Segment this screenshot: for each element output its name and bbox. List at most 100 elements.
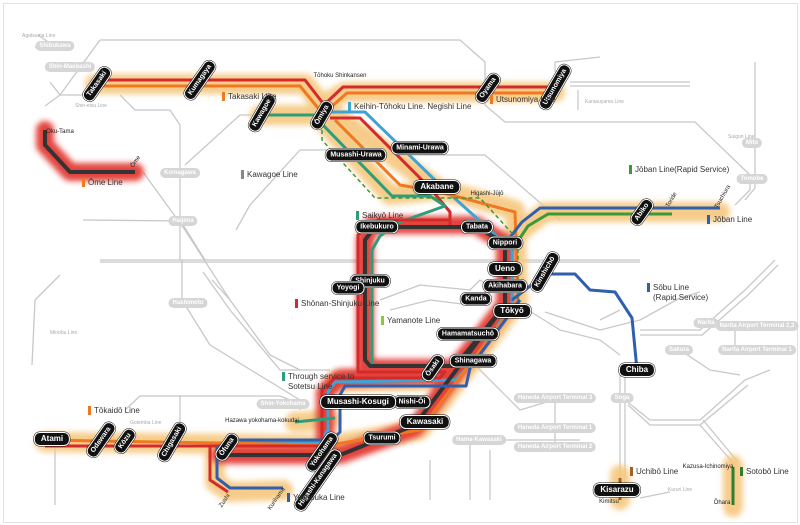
- ome-line: [43, 130, 135, 174]
- legend-saikyo: Saikyō Line: [356, 211, 403, 221]
- legend-label: Kawagoe Line: [247, 170, 298, 179]
- station-musashi-kosugi[interactable]: Musashi-Kosugi: [320, 395, 396, 409]
- legend-takasaki: Takasaki Line: [222, 92, 276, 102]
- other-station-mito[interactable]: Mito: [741, 138, 763, 148]
- legend-yokosuka: Yokosuka Line: [287, 493, 345, 503]
- station-kanda[interactable]: Kanda: [460, 292, 492, 306]
- label-hazawa: Hazawa yokohama-kokudai: [225, 418, 299, 424]
- legend-label: Saikyō Line: [362, 211, 404, 220]
- label-kimitsu: Kimitsu: [599, 499, 619, 505]
- label-higashi-jujo: Higashi-Jūjō: [470, 191, 504, 197]
- legend-color-swatch: [630, 467, 633, 476]
- station-kawasaki[interactable]: Kawasaki: [399, 415, 451, 429]
- station-kumagaya[interactable]: Kumagaya: [181, 57, 219, 103]
- station-akihabara[interactable]: Akihabara: [483, 279, 527, 293]
- sobu-rapid-line: [511, 272, 639, 371]
- station-odawara[interactable]: Odawara: [84, 420, 118, 460]
- other-station-soga[interactable]: Soga: [610, 393, 634, 403]
- legend-label: Keihin-Tōhoku Line. Negishi Line: [354, 102, 472, 111]
- legend-ome: Ōme Line: [82, 178, 123, 188]
- line-label-shinetsu: Shin-etsu Line: [75, 103, 107, 109]
- label-tohoku-shinkansen: Tōhoku Shinkansen: [313, 73, 367, 79]
- rail-lines: [43, 78, 735, 505]
- legend-color-swatch: [629, 165, 632, 174]
- station-kinshicho[interactable]: Kinshichō: [528, 249, 562, 295]
- station-kisarazu[interactable]: Kisarazu: [593, 483, 641, 497]
- takasaki-line-red: [95, 78, 324, 103]
- station-ikebukuro[interactable]: Ikebukuro: [355, 220, 399, 234]
- other-station-haneda3[interactable]: Haneda Airport Terminal 3: [513, 393, 597, 403]
- station-chiba[interactable]: Chiba: [618, 363, 656, 377]
- legend-label: Jōban Line: [713, 215, 753, 224]
- line-label-karasuyama: Karasuyama Line: [585, 99, 624, 105]
- other-station-shin-yokohama[interactable]: Shin-Yokohama: [256, 399, 310, 409]
- legend-uchibo: Uchibō Line: [630, 467, 678, 477]
- station-osaki[interactable]: Ōsaki: [419, 352, 447, 384]
- legend-color-swatch: [287, 493, 290, 502]
- other-station-sakura[interactable]: Sakura: [664, 345, 694, 355]
- legend-label: Yamanote Line: [387, 316, 441, 325]
- legend-label: Tōkaidō Line: [94, 406, 140, 415]
- station-nippori[interactable]: Nippori: [487, 236, 523, 250]
- station-ofuna[interactable]: Ōfuna: [213, 430, 241, 464]
- legend-color-swatch: [740, 467, 743, 476]
- label-toride: Toride: [665, 191, 679, 209]
- station-abiko[interactable]: Abiko: [628, 196, 656, 228]
- station-akabane[interactable]: Akabane: [413, 180, 461, 194]
- other-station-shibukawa[interactable]: Shibukawa: [35, 41, 75, 51]
- station-shinagawa[interactable]: Shinagawa: [449, 354, 497, 368]
- legend-sobu: Sōbu Line (Rapid Service): [647, 283, 708, 303]
- line-label-kururi: Kururi Line: [668, 487, 693, 493]
- legend-color-swatch: [490, 95, 493, 104]
- station-chigasaki[interactable]: Chigasaki: [155, 420, 189, 464]
- other-station-haijima[interactable]: Haijima: [168, 216, 198, 226]
- line-label-gotemba: Gotemba Line: [130, 420, 162, 426]
- takasaki-line-orange: [95, 84, 320, 109]
- sotetsu-through: [294, 416, 336, 424]
- station-tokyo[interactable]: Tōkyō: [493, 304, 531, 318]
- line-label-minobu: Minobu Line: [50, 330, 78, 336]
- station-minami-urawa[interactable]: Minami-Urawa: [391, 141, 449, 155]
- legend-color-swatch: [707, 215, 710, 224]
- legend-label: Utsunomiya Line: [496, 95, 556, 104]
- legend-color-swatch: [647, 283, 650, 292]
- other-station-narita-t1[interactable]: Narita Airport Terminal 1: [718, 345, 796, 355]
- legend-joban-rapid: Jōban Line(Rapid Service): [629, 165, 729, 175]
- station-musashi-urawa[interactable]: Musashi-Urawa: [325, 148, 387, 162]
- other-station-haneda1[interactable]: Haneda Airport Terminal 1: [513, 423, 597, 433]
- other-station-narita-t23[interactable]: Narita Airport Terminal 2,3: [715, 321, 799, 331]
- legend-keihin: Keihin-Tōhoku Line. Negishi Line: [348, 102, 471, 112]
- station-kozu[interactable]: Kōzu: [111, 426, 139, 456]
- other-station-shin-maebashi[interactable]: Shin-Maebashi: [44, 62, 96, 72]
- legend-color-swatch: [82, 178, 85, 187]
- station-omiya[interactable]: Ōmiya: [308, 98, 336, 132]
- station-atami[interactable]: Atami: [33, 432, 71, 446]
- other-station-komagawa[interactable]: Komagawa: [160, 168, 200, 178]
- legend-label: Shōnan-Shinjuku Line: [301, 299, 380, 308]
- other-station-hama-kawasaki[interactable]: Hama-Kawasaki: [452, 435, 506, 445]
- legend-color-swatch: [88, 406, 91, 415]
- legend-shonan: Shōnan-Shinjuku Line: [295, 299, 379, 309]
- legend-color-swatch: [241, 170, 244, 179]
- legend-tokaido: Tōkaidō Line: [88, 406, 140, 416]
- station-tsurumi[interactable]: Tsurumi: [363, 431, 401, 445]
- legend-kawagoe: Kawagoe Line: [241, 170, 298, 180]
- other-station-tomobe[interactable]: Tomobe: [736, 174, 768, 184]
- station-yoyogi[interactable]: Yoyogi: [331, 281, 365, 295]
- label-oku-tama: Oku-Tama: [46, 129, 74, 135]
- legend-label: Ōme Line: [88, 178, 123, 187]
- ueno-tokyo-dashed: [321, 130, 519, 300]
- legend-utsunomiya: Utsunomiya Line: [490, 95, 556, 105]
- saikyo-line: [320, 122, 447, 367]
- other-station-narita[interactable]: Narita: [693, 318, 719, 328]
- legend-color-swatch: [356, 211, 359, 220]
- station-ueno[interactable]: Ueno: [488, 262, 522, 276]
- station-tabata[interactable]: Tabata: [460, 220, 494, 234]
- legend-sotobo: Sotobō Line: [740, 467, 789, 477]
- other-station-haneda2[interactable]: Haneda Airport Terminal 2: [513, 442, 597, 452]
- other-station-hashimoto[interactable]: Hashimoto: [168, 298, 208, 308]
- legend-color-swatch: [295, 299, 298, 308]
- station-nishi-oi[interactable]: Nishi-Ōi: [393, 395, 431, 409]
- station-hamamatsucho[interactable]: Hamamatsuchō: [436, 327, 500, 341]
